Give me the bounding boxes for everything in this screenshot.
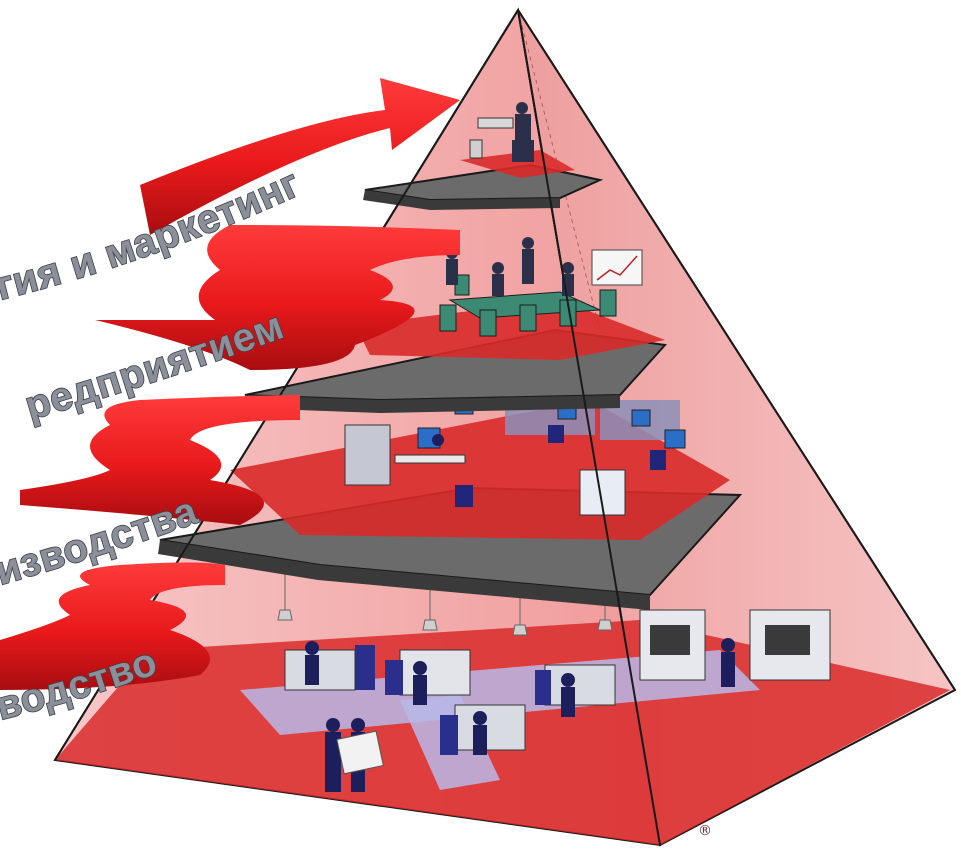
ribbon-2	[95, 225, 460, 370]
office-chair	[455, 425, 666, 507]
machining-center-2	[749, 609, 831, 681]
ribbon-3	[20, 395, 300, 525]
cnc-machine-3	[535, 664, 616, 706]
executive-figure	[515, 102, 531, 144]
chart-board	[591, 249, 643, 286]
executive-desk	[477, 117, 514, 129]
level-2	[355, 237, 665, 360]
trademark-symbol: ®	[698, 823, 712, 839]
executive-chair	[512, 140, 534, 162]
blueprint-sheet	[336, 730, 384, 775]
worker-figure	[305, 638, 735, 792]
engineer-figure	[432, 434, 444, 446]
cnc-machine-4	[440, 704, 526, 755]
file-cabinet	[469, 139, 483, 159]
ceiling-lamps	[277, 565, 613, 636]
machining-center-1	[639, 609, 706, 681]
cnc-machine-2	[385, 649, 471, 696]
cad-cabinet	[344, 424, 391, 486]
pyramid-back-edge	[517, 9, 601, 331]
cnc-machine-1	[284, 645, 375, 691]
level-4	[55, 565, 950, 845]
level-3	[230, 395, 730, 540]
meeting-chairs	[439, 274, 617, 337]
ribbon-4	[0, 562, 225, 690]
ribbon-1	[140, 78, 460, 235]
level-2-floor	[355, 300, 665, 360]
